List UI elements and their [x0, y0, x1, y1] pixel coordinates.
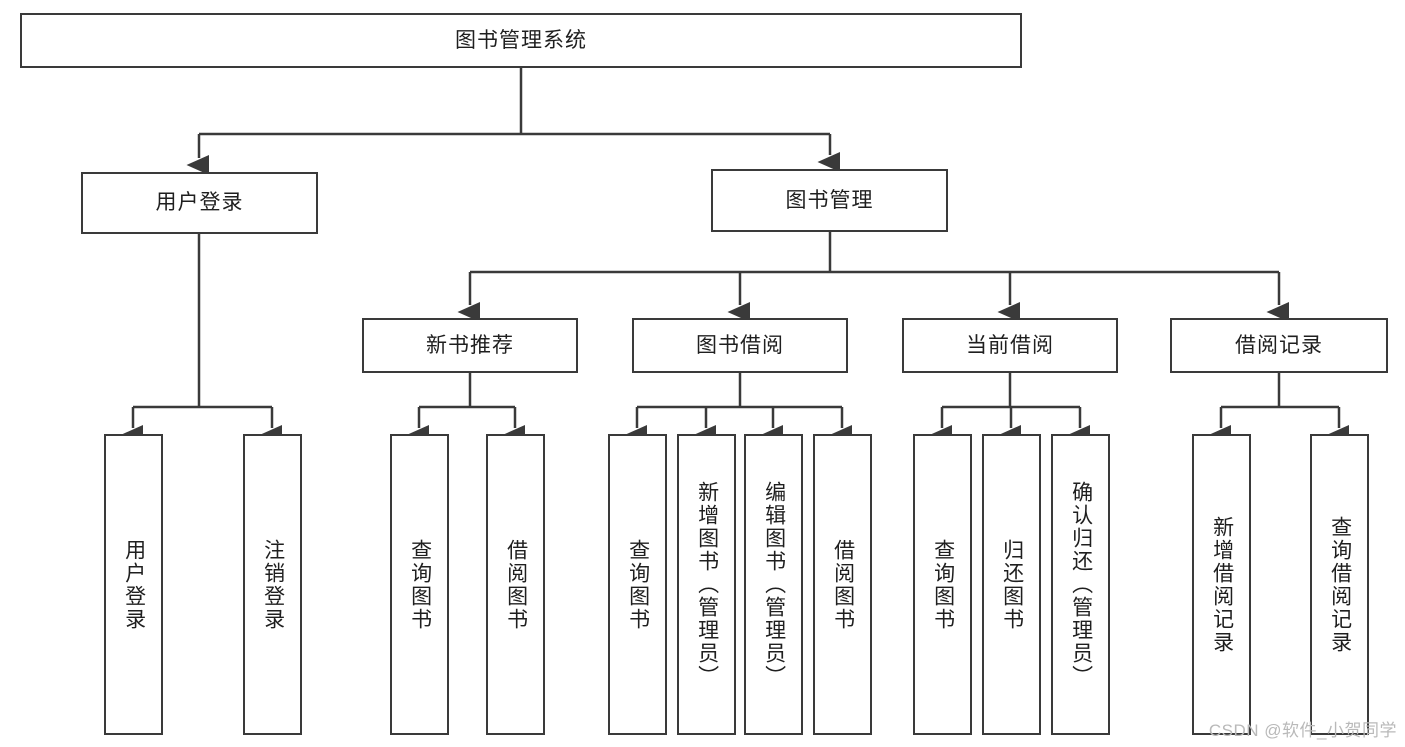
node-leaf-label: 注销登录	[261, 538, 285, 631]
node-book-manage-label: 图书管理	[785, 188, 874, 212]
node-user-login[interactable]: 用户登录	[81, 172, 318, 234]
node-leaf-label: 查询图书	[408, 538, 432, 631]
node-book-borrow-label: 图书借阅	[696, 333, 784, 357]
node-leaf-label: 归还图书	[1000, 538, 1024, 631]
node-leaf-label: 新增图书（管理员）	[695, 481, 719, 688]
node-book-borrow[interactable]: 图书借阅	[632, 318, 848, 373]
node-leaf-book-borrow-1[interactable]: 新增图书（管理员）	[677, 434, 736, 735]
node-current-borrow[interactable]: 当前借阅	[902, 318, 1118, 373]
node-leaf-label: 借阅图书	[504, 538, 528, 631]
node-leaf-label: 确认归还（管理员）	[1069, 481, 1093, 688]
node-leaf-current-borrow-0[interactable]: 查询图书	[913, 434, 972, 735]
node-leaf-book-borrow-0[interactable]: 查询图书	[608, 434, 667, 735]
node-leaf-current-borrow-2[interactable]: 确认归还（管理员）	[1051, 434, 1110, 735]
node-book-manage[interactable]: 图书管理	[711, 169, 948, 232]
node-leaf-label: 编辑图书（管理员）	[762, 481, 786, 688]
node-user-login-label: 用户登录	[155, 191, 244, 215]
node-borrow-record-label: 借阅记录	[1235, 333, 1323, 357]
node-leaf-user-login-1[interactable]: 注销登录	[243, 434, 302, 735]
watermark: CSDN @软件_小贺同学	[1208, 721, 1397, 740]
node-root-label: 图书管理系统	[455, 28, 587, 52]
node-leaf-current-borrow-1[interactable]: 归还图书	[982, 434, 1041, 735]
node-leaf-book-borrow-2[interactable]: 编辑图书（管理员）	[744, 434, 803, 735]
node-current-borrow-label: 当前借阅	[966, 333, 1054, 357]
node-leaf-label: 查询图书	[931, 538, 955, 631]
node-leaf-label: 查询图书	[626, 538, 650, 631]
node-borrow-record[interactable]: 借阅记录	[1170, 318, 1388, 373]
node-leaf-label: 借阅图书	[831, 538, 855, 631]
node-leaf-borrow-record-0[interactable]: 新增借阅记录	[1192, 434, 1251, 735]
node-new-book-recommend-label: 新书推荐	[426, 333, 514, 357]
node-leaf-borrow-record-1[interactable]: 查询借阅记录	[1310, 434, 1369, 735]
node-leaf-new-book-1[interactable]: 借阅图书	[486, 434, 545, 735]
node-leaf-label: 用户登录	[122, 538, 146, 631]
node-leaf-label: 新增借阅记录	[1210, 515, 1234, 654]
node-new-book-recommend[interactable]: 新书推荐	[362, 318, 578, 373]
node-root[interactable]: 图书管理系统	[20, 13, 1022, 68]
node-leaf-book-borrow-3[interactable]: 借阅图书	[813, 434, 872, 735]
node-leaf-label: 查询借阅记录	[1328, 515, 1352, 654]
node-leaf-user-login-0[interactable]: 用户登录	[104, 434, 163, 735]
node-leaf-new-book-0[interactable]: 查询图书	[390, 434, 449, 735]
